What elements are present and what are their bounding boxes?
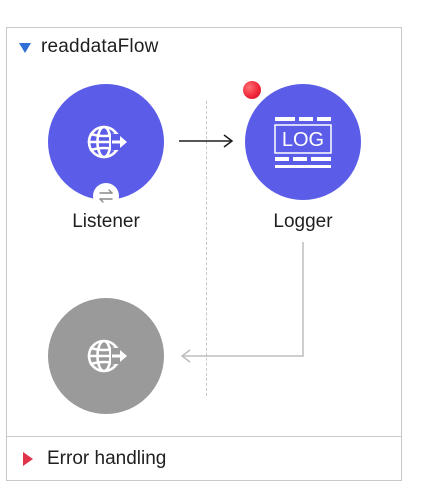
breakpoint-marker[interactable] <box>243 81 261 99</box>
listener-label: Listener <box>72 211 140 232</box>
globe-arrow-icon <box>87 125 127 159</box>
error-handling-label: Error handling <box>47 447 167 469</box>
collapse-triangle-icon[interactable] <box>23 451 33 466</box>
logger-node[interactable]: LOG <box>245 84 361 200</box>
log-icon-text: LOG <box>282 129 324 151</box>
error-handling-section[interactable]: Error handling <box>7 436 401 480</box>
flow-header[interactable]: readdataFlow <box>19 34 159 60</box>
flow-title: readdataFlow <box>41 36 159 57</box>
swap-arrows-icon <box>99 189 113 203</box>
globe-arrow-icon <box>87 339 127 373</box>
flow-container: readdataFlow <box>6 27 402 481</box>
listener-node[interactable] <box>48 84 164 200</box>
logger-label: Logger <box>273 211 333 232</box>
expand-triangle-icon[interactable] <box>19 43 31 53</box>
source-divider <box>206 101 207 396</box>
connector-arrow-logger-return <box>180 242 304 363</box>
source-response-node[interactable] <box>48 298 164 414</box>
log-icon: LOG <box>274 117 332 168</box>
flow-connectors <box>179 134 304 363</box>
swap-badge <box>93 183 119 209</box>
